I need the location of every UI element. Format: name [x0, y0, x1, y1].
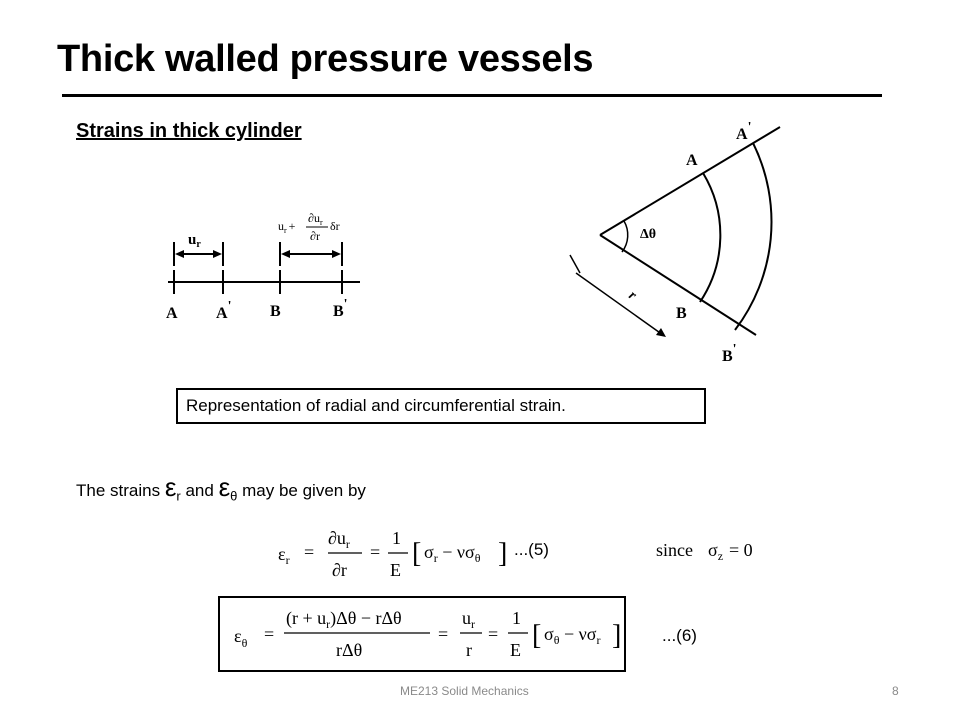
label-a-prime: A'	[216, 299, 231, 322]
slide-title: Thick walled pressure vessels	[57, 38, 594, 80]
figure-caption: Representation of radial and circumferen…	[176, 388, 706, 424]
r-dimension-tick	[569, 254, 581, 274]
equation-6-box	[218, 596, 626, 672]
deriv-arrowhead-right	[332, 250, 341, 258]
sector-strain-figure: A A' B B' Δθ r	[569, 120, 781, 365]
linear-strain-figure: ur ur+ ∂ur ∂r δr A A' B B'	[166, 211, 360, 322]
upper-radius	[599, 126, 781, 236]
page-number: 8	[892, 684, 899, 698]
equation-5: εr = ∂ur ∂r = 1 E [ σr − νσθ ]	[278, 528, 507, 580]
label-b: B	[270, 303, 281, 320]
svg-text:r: r	[466, 640, 472, 660]
equation-6-label: ...(6)	[662, 626, 697, 645]
svg-text:=: =	[264, 624, 274, 644]
since-condition: since σz= 0	[656, 540, 753, 563]
r-dimension-line	[575, 272, 664, 336]
deriv-label: ur+ ∂ur ∂r δr	[278, 211, 340, 243]
svg-text:∂r: ∂r	[332, 560, 347, 580]
svg-text:εθ: εθ	[234, 626, 248, 650]
section-subtitle: Strains in thick cylinder	[76, 120, 302, 142]
equation-6: εθ = (r + ur)Δθ − rΔθ rΔθ = ur r = 1 E […	[234, 608, 621, 660]
title-underline-rule	[62, 94, 882, 97]
label-b: B	[676, 305, 687, 322]
svg-text:δr: δr	[330, 219, 340, 233]
svg-text:[: [	[532, 620, 541, 651]
ur-arrowhead-left	[175, 250, 184, 258]
svg-text:since: since	[656, 540, 693, 560]
r-arrowhead	[656, 328, 666, 337]
svg-text:E: E	[510, 640, 521, 660]
svg-text:∂r: ∂r	[310, 229, 320, 243]
label-a: A	[686, 152, 698, 169]
svg-text:1: 1	[512, 608, 521, 628]
outer-arc	[734, 142, 773, 331]
ur-label: ur	[188, 232, 201, 250]
footer-course-name: ME213 Solid Mechanics	[400, 684, 529, 698]
svg-text:E: E	[390, 560, 401, 580]
svg-text:]: ]	[612, 620, 621, 651]
delta-theta-label: Δθ	[640, 227, 656, 242]
strain-intro-text: The strains εr and εθ may be given by	[76, 472, 366, 504]
svg-text:∂ur: ∂ur	[328, 528, 350, 551]
r-label: r	[626, 288, 640, 304]
label-a-prime: A'	[736, 120, 751, 143]
inner-arc	[699, 172, 722, 303]
svg-text:=: =	[488, 624, 498, 644]
label-b-prime: B'	[333, 297, 348, 320]
equation-5-label: ...(5)	[514, 540, 549, 559]
svg-text:=: =	[304, 542, 314, 562]
svg-text:ur+: ur+	[278, 219, 296, 235]
svg-text:]: ]	[498, 538, 507, 569]
svg-text:[: [	[412, 538, 421, 569]
angle-arc	[621, 220, 629, 253]
svg-text:rΔθ: rΔθ	[336, 640, 362, 660]
label-a: A	[166, 305, 178, 322]
label-b-prime: B'	[722, 342, 737, 365]
ur-arrowhead-right	[213, 250, 222, 258]
svg-text:=: =	[438, 624, 448, 644]
svg-text:(r + ur)Δθ − rΔθ: (r + ur)Δθ − rΔθ	[286, 608, 402, 631]
svg-text:1: 1	[392, 528, 401, 548]
svg-text:ur: ur	[462, 608, 475, 631]
lower-radius	[599, 234, 757, 336]
svg-text:εr: εr	[278, 544, 290, 567]
svg-text:σθ − νσr: σθ − νσr	[544, 624, 600, 647]
svg-text:=: =	[370, 542, 380, 562]
svg-text:σz= 0: σz= 0	[708, 540, 753, 563]
deriv-arrowhead-left	[281, 250, 290, 258]
svg-text:σr − νσθ: σr − νσθ	[424, 542, 481, 565]
svg-text:∂ur: ∂ur	[308, 211, 323, 227]
